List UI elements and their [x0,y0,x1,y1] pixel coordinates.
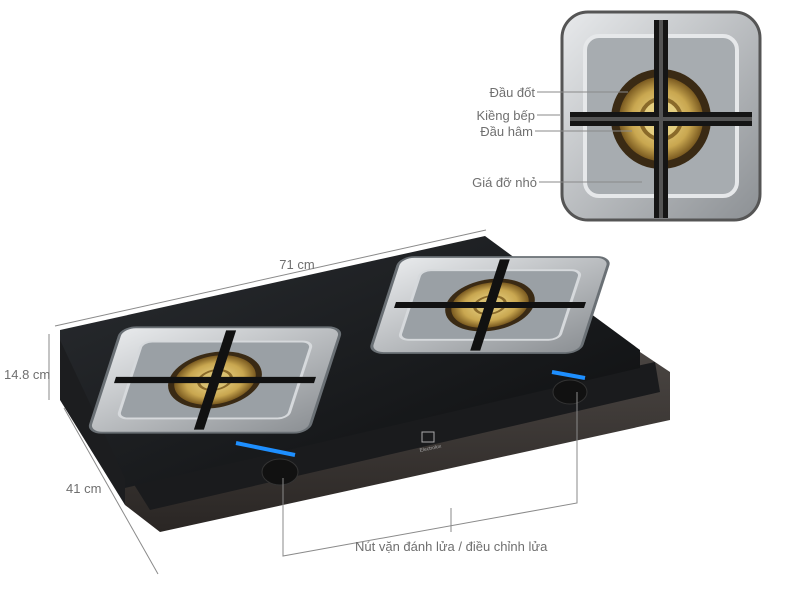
inset-label-pan-support: Kiềng bếp [476,108,560,123]
inset-label-burner-head: Đầu đốt [489,85,628,100]
label-pan-support: Kiềng bếp [476,108,535,123]
dimension-depth: 41 cm [63,407,159,575]
dimension-width: 71 cm [54,229,487,327]
right-burner [370,256,610,354]
depth-label: 41 cm [66,481,101,496]
left-knob-light [235,441,296,457]
label-simmer-cap: Đầu hâm [480,124,533,139]
stove: Electrolux [60,236,670,532]
knob-label: Nút vặn đánh lửa / điều chỉnh lửa [355,539,548,554]
right-knob-light [551,370,586,380]
inset-label-simmer-cap: Đầu hâm [480,124,632,139]
burner-detail-inset [560,10,762,222]
brand-logo: Electrolux [419,431,442,454]
left-knob[interactable] [235,441,299,486]
inset-label-small-rack: Giá đỡ nhỏ [472,175,642,190]
width-label: 71 cm [279,257,314,272]
svg-text:Electrolux: Electrolux [419,443,442,454]
height-label: 14.8 cm [4,367,50,382]
left-burner [88,326,342,434]
label-small-rack: Giá đỡ nhỏ [472,175,537,190]
label-burner-head: Đầu đốt [489,85,535,100]
dimension-height: 14.8 cm [4,334,50,400]
right-knob[interactable] [551,370,588,405]
knob-callout: Nút vặn đánh lửa / điều chỉnh lửa [282,392,578,557]
